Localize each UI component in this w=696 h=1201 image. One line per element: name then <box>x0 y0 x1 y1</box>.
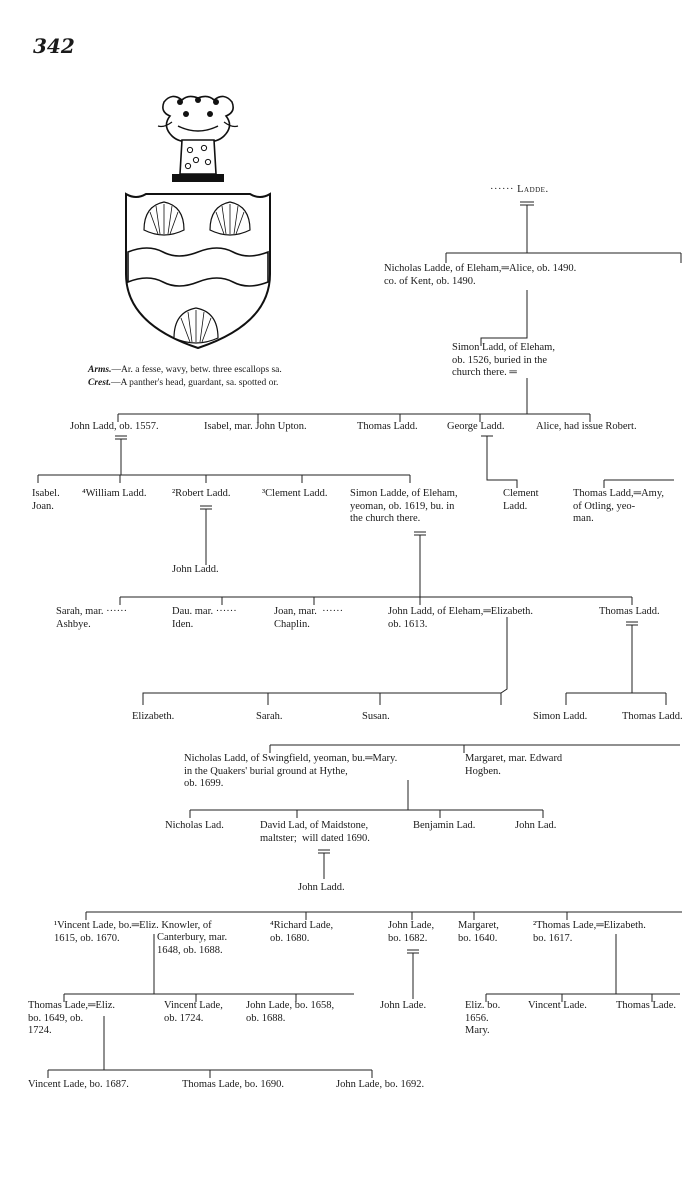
thomas-ladd-entry: Thomas Ladd. <box>357 421 418 432</box>
john-lade-1692-entry: John Lade, bo. 1692. <box>336 1079 425 1090</box>
crest-caption: Crest.—A panther's head, guardant, sa. s… <box>88 378 279 388</box>
john-ladd-1557-entry: John Ladd, ob. 1557. <box>70 421 159 432</box>
margaret-1640-entry: Margaret, bo. 1640. <box>458 920 499 944</box>
clement-ladd-entry: ³Clement Ladd. <box>262 488 328 499</box>
clement-ladd-2-entry: Clement Ladd. <box>503 488 539 512</box>
john-lade-1658-entry: John Lade, bo. 1658, ob. 1688. <box>246 1000 335 1024</box>
john-ladd-son-of-robert: John Ladd. <box>172 564 219 575</box>
nicholas-ladde-entry: Nicholas Ladde, of Eleham,═Alice, ob. 14… <box>384 263 577 287</box>
nicholas-lad-entry: Nicholas Lad. <box>165 820 224 831</box>
vincent-lade-1687-entry: Vincent Lade, bo. 1687. <box>28 1079 129 1090</box>
vincent-lade-1724-entry: Vincent Lade, ob. 1724. <box>164 1000 223 1024</box>
robert-ladd-entry: ²Robert Ladd. <box>172 488 231 499</box>
elizabeth-entry: Elizabeth. <box>132 711 175 722</box>
susan-entry: Susan. <box>362 711 390 722</box>
thomas-lade-1649-entry: Thomas Lade,═Eliz. bo. 1649, ob. 1724. <box>28 1000 116 1036</box>
simon-ladd-gen7-entry: Simon Ladd. <box>533 711 588 722</box>
thomas-lade-1690-entry: Thomas Lade, bo. 1690. <box>182 1079 285 1090</box>
vincent-lade-entry: ¹Vincent Lade, bo.═Eliz. Knowler, of 161… <box>54 920 212 944</box>
page-number: 342 <box>33 34 75 58</box>
sarah-ashbye-entry: Sarah, mar. ······ Ashbye. <box>56 606 128 630</box>
nicholas-swingfield-entry: Nicholas Ladd, of Swingfield, yeoman, bu… <box>184 753 398 789</box>
panther-head-crest-icon <box>157 95 239 182</box>
john-lade-1682-entry: John Lade, bo. 1682. <box>388 920 435 944</box>
john-ladd-son-of-david: John Ladd. <box>298 882 345 893</box>
david-lad-entry: David Lad, of Maidstone, maltster; will … <box>260 820 370 844</box>
thomas-lade-1617-entry: ²Thomas Lade,═Elizabeth. bo. 1617. <box>533 920 646 944</box>
thomas-ladd-otling-entry: Thomas Ladd,═Amy, of Otling, yeo- man. <box>573 488 665 524</box>
ladde-ancestor: ······ Ladde. <box>490 184 549 195</box>
john-lade-gen11-entry: John Lade. <box>380 1000 427 1011</box>
george-ladd-entry: George Ladd. <box>447 421 505 432</box>
dau-iden-entry: Dau. mar. ······ Iden. <box>172 606 237 630</box>
shield-fesse-escallops-icon <box>125 192 271 350</box>
vincent-lade-gen11-entry: Vincent Lade. <box>528 1000 587 1011</box>
simon-ladde-entry: Simon Ladde, of Eleham, yeoman, ob. 1619… <box>350 488 458 524</box>
arms-caption: Arms.—Ar. a fesse, wavy, betw. three esc… <box>88 365 282 375</box>
simon-ladd-entry: Simon Ladd, of Eleham, ob. 1526, buried … <box>452 342 555 378</box>
joan-chaplin-entry: Joan, mar. ······ Chaplin. <box>274 606 344 630</box>
sarah-entry: Sarah. <box>256 711 283 722</box>
alice-robert-entry: Alice, had issue Robert. <box>536 421 637 432</box>
john-lad-entry: John Lad. <box>515 820 557 831</box>
thomas-ladd-gen7-entry: Thomas Ladd. <box>622 711 683 722</box>
william-ladd-entry: ⁴William Ladd. <box>82 488 147 499</box>
isabel-joan-entry: Isabel. Joan. <box>32 488 60 512</box>
eliz-knowler-entry: Canterbury, mar. 1648, ob. 1688. <box>157 932 228 956</box>
eliz-mary-entry: Eliz. bo. 1656. Mary. <box>465 1000 501 1036</box>
thomas-ladd-gen6-entry: Thomas Ladd. <box>599 606 660 617</box>
thomas-lade-gen11-entry: Thomas Lade. <box>616 1000 677 1011</box>
john-ladd-eleham-entry: John Ladd, of Eleham,═Elizabeth. ob. 161… <box>388 606 534 630</box>
isabel-upton-entry: Isabel, mar. John Upton. <box>204 421 307 432</box>
margaret-hogben-entry: Margaret, mar. Edward Hogben. <box>465 753 563 777</box>
benjamin-lad-entry: Benjamin Lad. <box>413 820 476 831</box>
richard-lade-entry: ⁴Richard Lade, ob. 1680. <box>270 920 334 944</box>
